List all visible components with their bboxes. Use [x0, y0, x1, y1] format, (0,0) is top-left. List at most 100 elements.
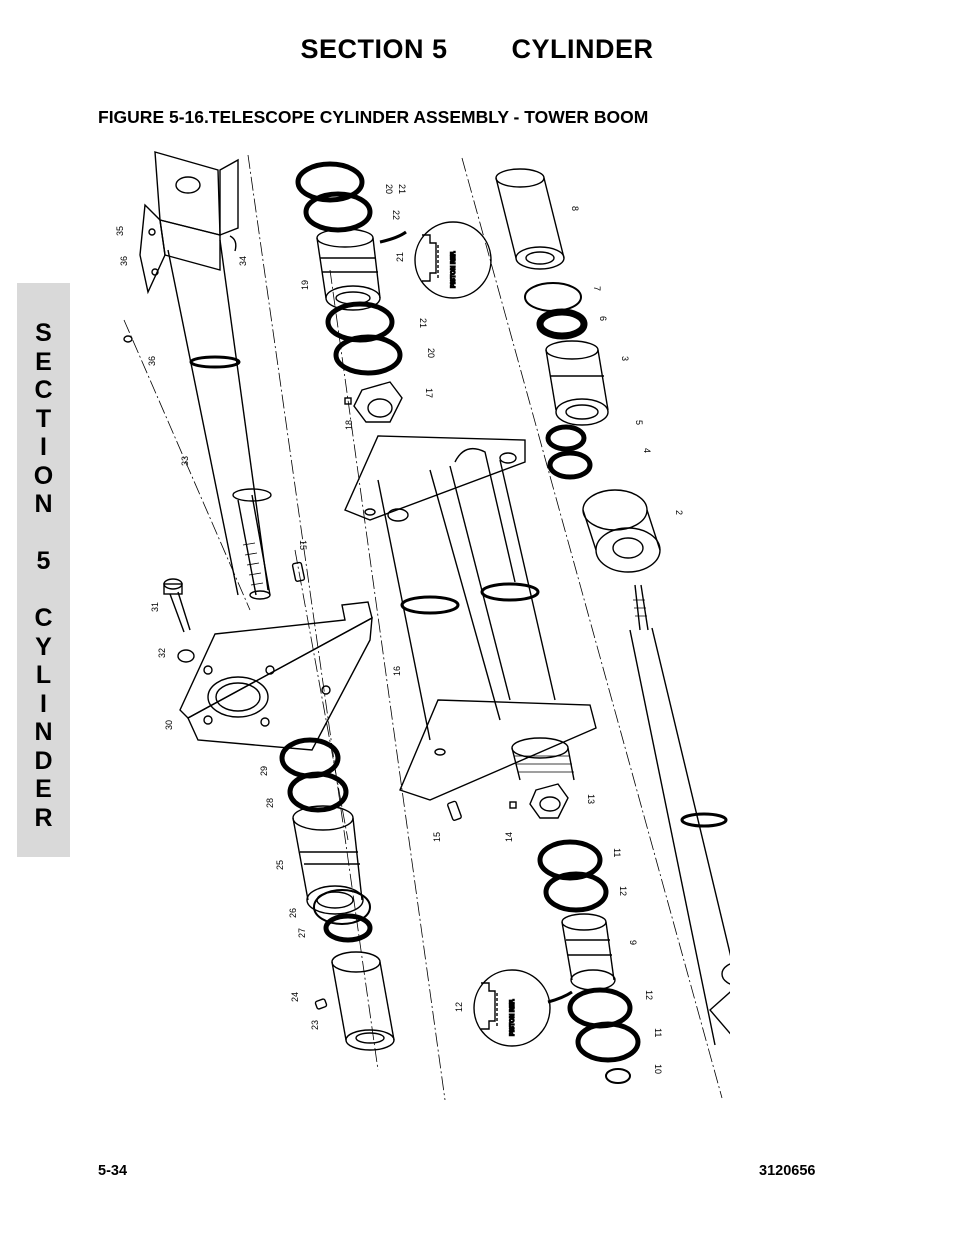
side-tab-letter: 5	[36, 547, 51, 575]
spacer-23	[331, 951, 395, 1051]
callout-35: 35	[115, 226, 125, 236]
callouts: 20 21 22 21 19 21 20 17 18 35 36 34 36 3…	[115, 184, 684, 1074]
piston-9	[561, 913, 616, 991]
side-tab-letter: L	[35, 661, 52, 689]
screw-36	[123, 335, 133, 343]
ring-7	[524, 282, 582, 312]
side-tab-letter: N	[34, 718, 53, 746]
capscrew-31	[163, 578, 191, 633]
mounting-plate-30	[179, 601, 373, 751]
callout-7: 7	[592, 286, 602, 291]
piston-ref-detail-bottom: PISTON REF.	[473, 969, 573, 1047]
side-tab-letter: O	[33, 461, 54, 490]
callout-26: 26	[288, 908, 298, 918]
callout-10: 10	[653, 1064, 663, 1074]
side-tab-letter: I	[40, 433, 47, 461]
ring-5	[545, 424, 587, 452]
sleeve-8	[495, 168, 565, 270]
callout-15b: 15	[432, 832, 442, 842]
tower-boom-block	[139, 151, 239, 295]
fitting-15-top	[291, 561, 306, 582]
svg-text:PISTON REF.: PISTON REF.	[510, 999, 516, 1036]
rod-1	[629, 584, 730, 1046]
callout-20b: 20	[426, 348, 436, 358]
side-tab-letter: R	[34, 803, 53, 832]
callout-18: 18	[344, 420, 354, 430]
side-tab-letter: C	[34, 604, 53, 632]
setscrew-14	[509, 801, 517, 809]
ring-11-lower	[575, 1021, 641, 1063]
piston-19	[316, 228, 407, 311]
callout-29: 29	[259, 766, 269, 776]
barrel-16	[344, 435, 597, 801]
callout-20: 20	[384, 184, 394, 194]
callout-17: 17	[424, 388, 434, 398]
ring-10	[605, 1068, 631, 1084]
gland-13	[511, 737, 575, 819]
side-tab-letter	[17, 519, 70, 548]
ring-21-top	[303, 191, 373, 233]
callout-30: 30	[164, 720, 174, 730]
callout-11b: 11	[653, 1028, 663, 1037]
ring-12-mid	[543, 871, 609, 913]
ring-4	[547, 450, 593, 480]
centerlines	[123, 154, 723, 1101]
section-number: SECTION 5	[300, 34, 448, 64]
ring-27	[323, 913, 373, 943]
fitting-15-lower	[447, 800, 462, 821]
piston-25	[292, 805, 364, 915]
callout-22: 22	[391, 210, 401, 220]
callout-12: 12	[618, 886, 628, 896]
nut-17	[353, 381, 403, 423]
side-tab-letter: E	[35, 775, 52, 803]
callout-28: 28	[265, 798, 275, 808]
callout-31: 31	[150, 602, 160, 612]
callout-16: 16	[392, 666, 402, 676]
callout-5: 5	[634, 420, 644, 425]
page-number: 5-34	[98, 1163, 128, 1179]
ring-20-lower	[333, 334, 403, 376]
callout-4: 4	[642, 448, 652, 453]
callout-8: 8	[570, 206, 580, 211]
washer-32	[177, 649, 195, 663]
document-number: 3120656	[759, 1163, 816, 1179]
callout-21: 21	[397, 184, 407, 194]
callout-36b: 36	[147, 356, 157, 366]
callout-25: 25	[275, 860, 285, 870]
rod-33	[167, 239, 272, 600]
head-3	[545, 340, 609, 426]
ring-26	[313, 889, 371, 925]
callout-14: 14	[504, 832, 514, 842]
callout-21b: 21	[395, 252, 405, 262]
callout-24: 24	[290, 992, 300, 1002]
ring-6	[536, 308, 588, 340]
ring-11-mid	[537, 839, 603, 881]
callout-21c: 21	[418, 318, 428, 328]
callout-15: 15	[298, 540, 308, 550]
callout-36: 36	[119, 256, 129, 266]
callout-9: 9	[628, 940, 638, 945]
side-tab-letter: E	[35, 347, 52, 376]
callout-13: 13	[586, 794, 596, 804]
side-tab-letter: Y	[35, 632, 52, 661]
callout-33: 33	[180, 456, 190, 466]
ring-28	[287, 771, 349, 813]
telescope-cylinder-exploded-view: PISTON REF.	[115, 151, 730, 1101]
piston-ref-detail-top: PISTON REF.	[414, 221, 492, 299]
callout-34: 34	[238, 256, 248, 266]
callout-12b: 12	[644, 990, 654, 1000]
callout-23: 23	[310, 1020, 320, 1030]
figure-title: FIGURE 5-16.TELESCOPE CYLINDER ASSEMBLY …	[98, 107, 649, 127]
callout-27: 27	[297, 928, 307, 938]
ring-20-top	[295, 161, 365, 203]
side-tab-letter: S	[35, 319, 52, 347]
setscrew-24	[314, 998, 328, 1010]
side-tab-letter: T	[35, 404, 52, 433]
side-tab-letter	[17, 576, 70, 605]
ring-12-lower	[567, 987, 633, 1029]
callout-32: 32	[157, 648, 167, 658]
side-tab-letter: N	[34, 490, 53, 518]
